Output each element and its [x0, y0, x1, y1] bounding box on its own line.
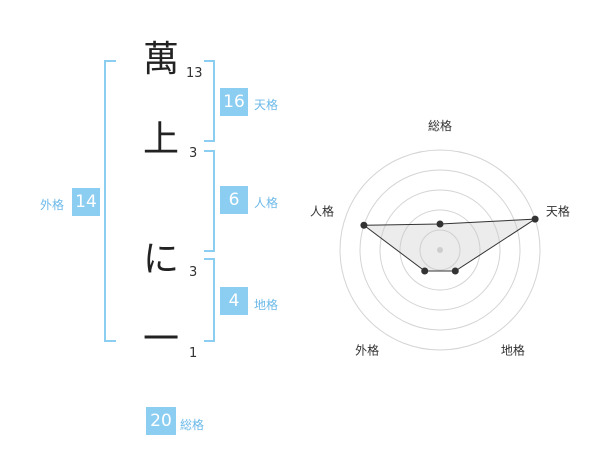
- stroke-count-2: 3: [189, 146, 198, 161]
- jinkaku-value: 6: [220, 186, 248, 214]
- stroke-count-1: 13: [186, 66, 203, 81]
- radar-point-4: [421, 267, 429, 275]
- radar-point-5: [360, 221, 368, 229]
- jinkaku-label: 人格: [254, 196, 279, 210]
- radar-grid-ring: [419, 229, 461, 271]
- radar-point-1: [436, 220, 444, 228]
- radar-grid-ring: [379, 189, 501, 311]
- soukaku-label: 総格: [180, 418, 205, 432]
- gaikaku-label: 外格: [40, 198, 65, 212]
- radar-axis-label-2: 天格: [546, 204, 570, 219]
- tenkaku-value: 16: [220, 88, 248, 116]
- chikaku-value: 4: [220, 287, 248, 315]
- radar-grid-ring: [359, 169, 521, 331]
- tenkaku-label: 天格: [254, 98, 279, 112]
- name-char-2: 上: [143, 119, 180, 160]
- radar-center-dot: [437, 247, 443, 253]
- chikaku-label: 地格: [254, 298, 279, 312]
- gaikaku-bracket: [104, 60, 116, 342]
- radar-grid-ring: [339, 149, 541, 351]
- radar-axis-label-4: 外格: [355, 342, 379, 357]
- chikaku-bracket: [204, 258, 215, 342]
- stroke-count-4: 1: [189, 346, 198, 361]
- radar-point-3: [451, 267, 459, 275]
- radar-axis-label-5: 人格: [310, 204, 334, 219]
- jinkaku-bracket: [204, 150, 215, 252]
- tenkaku-bracket: [204, 60, 215, 142]
- gaikaku-value: 14: [72, 188, 100, 216]
- radar-axis-label-3: 地格: [501, 342, 525, 357]
- stroke-count-3: 3: [189, 265, 198, 280]
- radar-series-area: [362, 218, 537, 272]
- name-char-4: 一: [143, 319, 180, 360]
- name-char-3: に: [143, 239, 180, 280]
- radar-axis-label-1: 総格: [428, 118, 452, 133]
- name-char-1: 萬: [143, 39, 180, 80]
- soukaku-value: 20: [146, 407, 176, 435]
- radar-grid-ring: [399, 209, 481, 291]
- radar-point-2: [531, 215, 539, 223]
